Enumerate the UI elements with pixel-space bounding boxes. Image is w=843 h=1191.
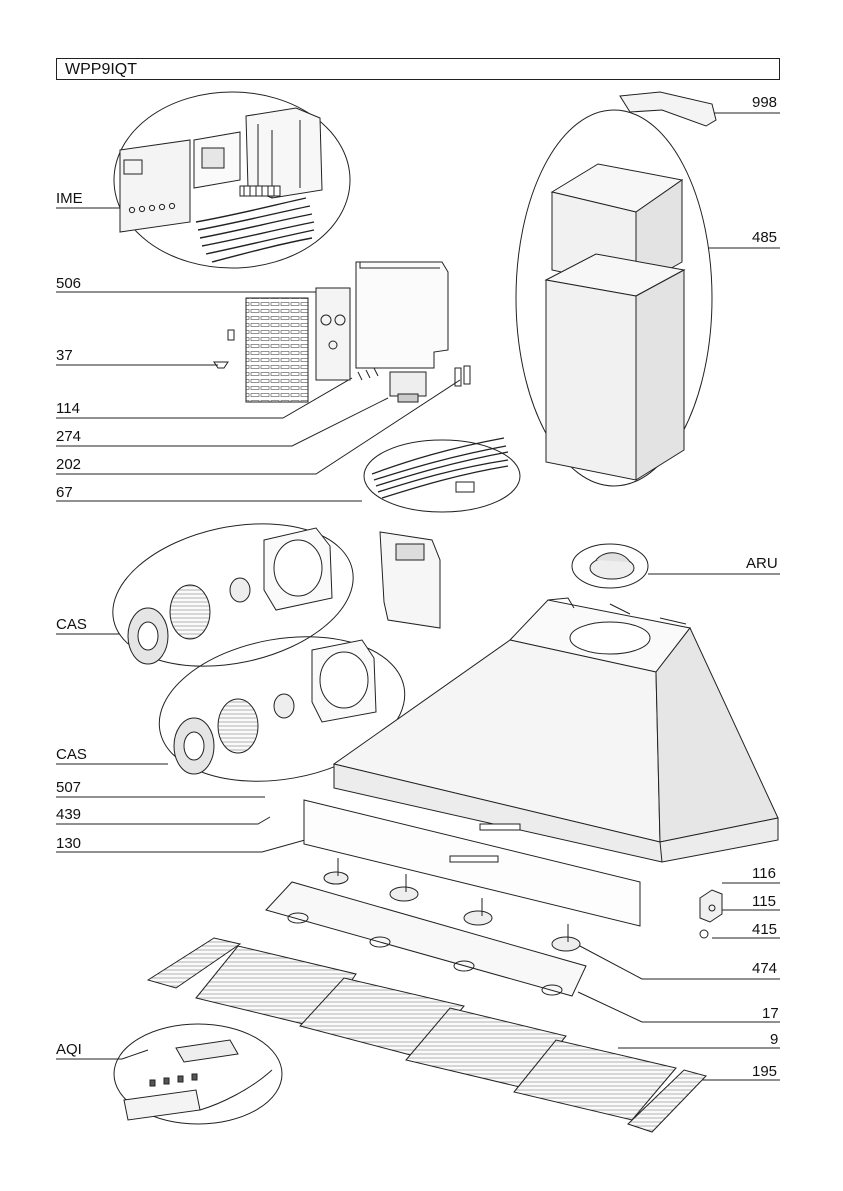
control-keys-group <box>114 1024 282 1124</box>
hood-canopy <box>334 598 778 862</box>
non-return-valve-group <box>572 544 648 588</box>
grease-filters-group <box>148 938 706 1132</box>
junction-box-group <box>700 890 722 938</box>
wire-set-group <box>364 438 520 512</box>
ime-electronics-group <box>114 92 350 268</box>
motor-bracket <box>380 532 440 628</box>
chimney-group <box>516 92 716 486</box>
control-box-group <box>214 262 470 402</box>
